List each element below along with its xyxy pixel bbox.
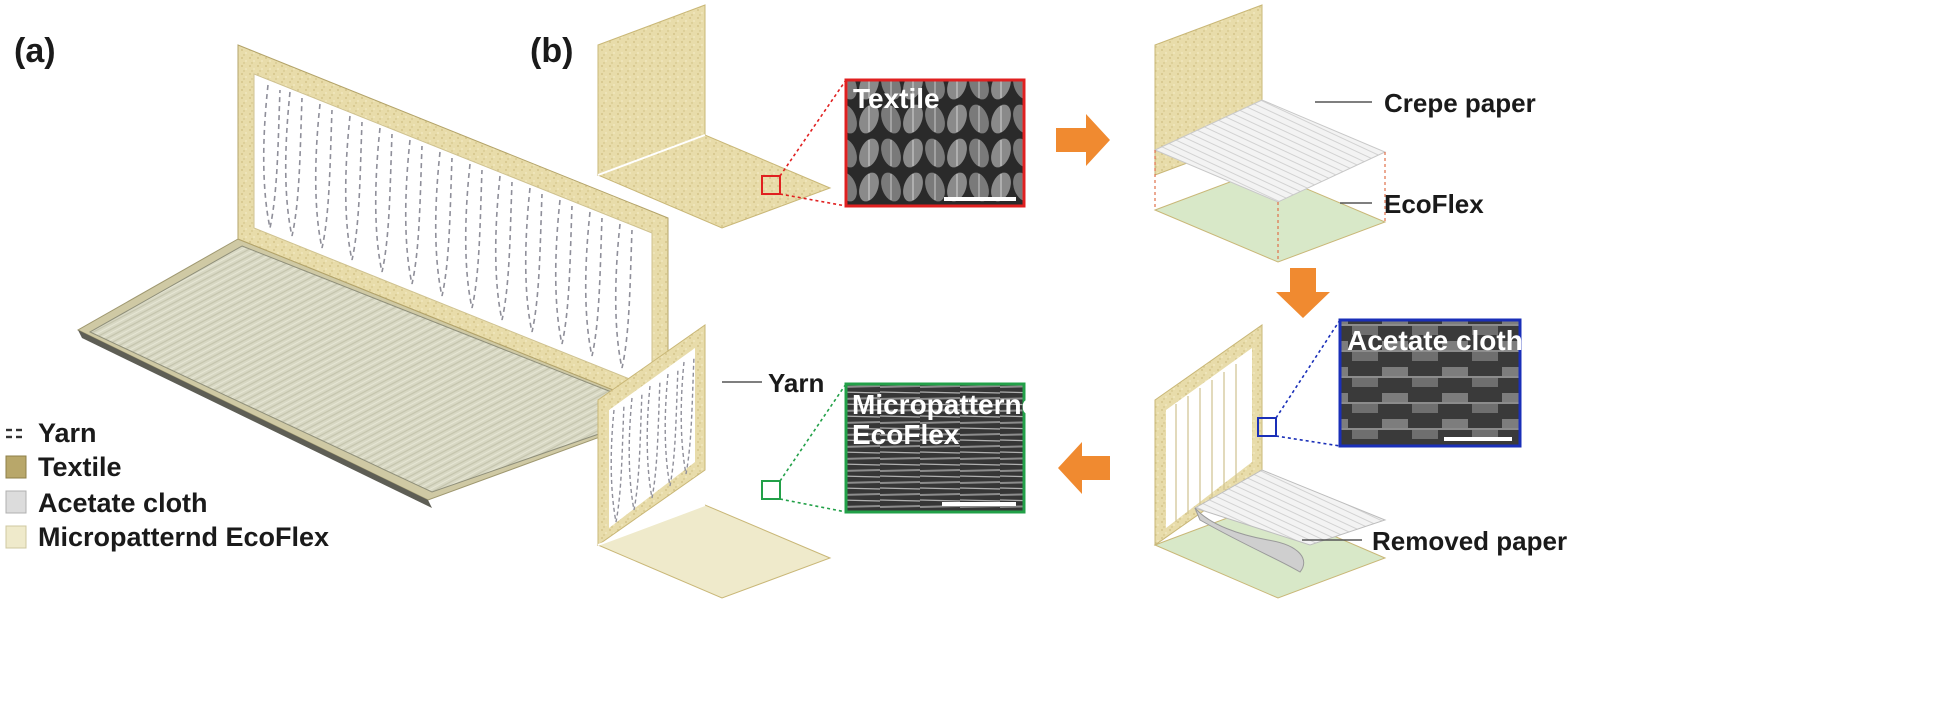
sem-ecoflex-label-line2: EcoFlex (852, 419, 960, 450)
step1-zoom-line (779, 79, 847, 177)
yarn-loops (262, 84, 633, 369)
legend-textile-label: Textile (38, 452, 122, 482)
legend-ecoflex-label: Micropatternd EcoFlex (38, 522, 329, 552)
step3-zoom-line (1275, 319, 1341, 419)
step1-textile (596, 4, 847, 229)
step4-zoom-line (779, 498, 847, 513)
panel-a-label: (a) (14, 32, 56, 70)
legend-yarn-label: Yarn (38, 418, 97, 448)
step4-yarn (610, 355, 695, 523)
step3-zoom-box (1257, 417, 1277, 437)
callout-yarn: Yarn (768, 368, 824, 398)
legend-yarn-swatch (6, 428, 22, 439)
ecoflex-layer (88, 245, 664, 493)
legend-acetate-label: Acetate cloth (38, 488, 208, 518)
base-edge (78, 330, 432, 508)
callout-crepe-paper: Crepe paper (1384, 88, 1536, 118)
arrow-left (1058, 442, 1110, 494)
sem-textile-label: Textile (853, 83, 940, 114)
step3-zoom-line (1275, 435, 1341, 447)
scale-bar (944, 197, 1016, 201)
step4-zoom-line (779, 383, 847, 482)
legend-acetate-swatch (5, 490, 27, 514)
step3-removed-paper (1153, 319, 1387, 599)
legend-textile-swatch (5, 455, 27, 479)
legend-ecoflex-swatch (5, 525, 27, 549)
scale-bar (942, 502, 1016, 506)
sem-acetate-label: Acetate cloth (1347, 325, 1523, 356)
scale-bar (1444, 437, 1512, 441)
sem-inset-textile: Textile (844, 78, 1026, 208)
panel-b-label: (b) (530, 32, 573, 70)
step4-zoom-box (761, 480, 781, 500)
callout-ecoflex: EcoFlex (1384, 189, 1484, 219)
legend: Yarn Textile Acetate cloth Micropatternd… (5, 418, 329, 552)
arrow-right (1056, 114, 1110, 166)
step1-zoom-box (761, 175, 781, 195)
step1-zoom-line (779, 193, 847, 207)
callout-removed-paper: Removed paper (1372, 526, 1567, 556)
arrow-down (1276, 268, 1330, 318)
panel-a-illustration (76, 44, 670, 508)
sem-inset-ecoflex: Micropatterned EcoFlex (844, 382, 1054, 514)
sem-ecoflex-label-line1: Micropatterned (852, 389, 1054, 420)
step4-final (596, 324, 847, 599)
step2-crepe-ecoflex (1153, 4, 1387, 263)
sem-inset-acetate: Acetate cloth (1338, 318, 1523, 448)
